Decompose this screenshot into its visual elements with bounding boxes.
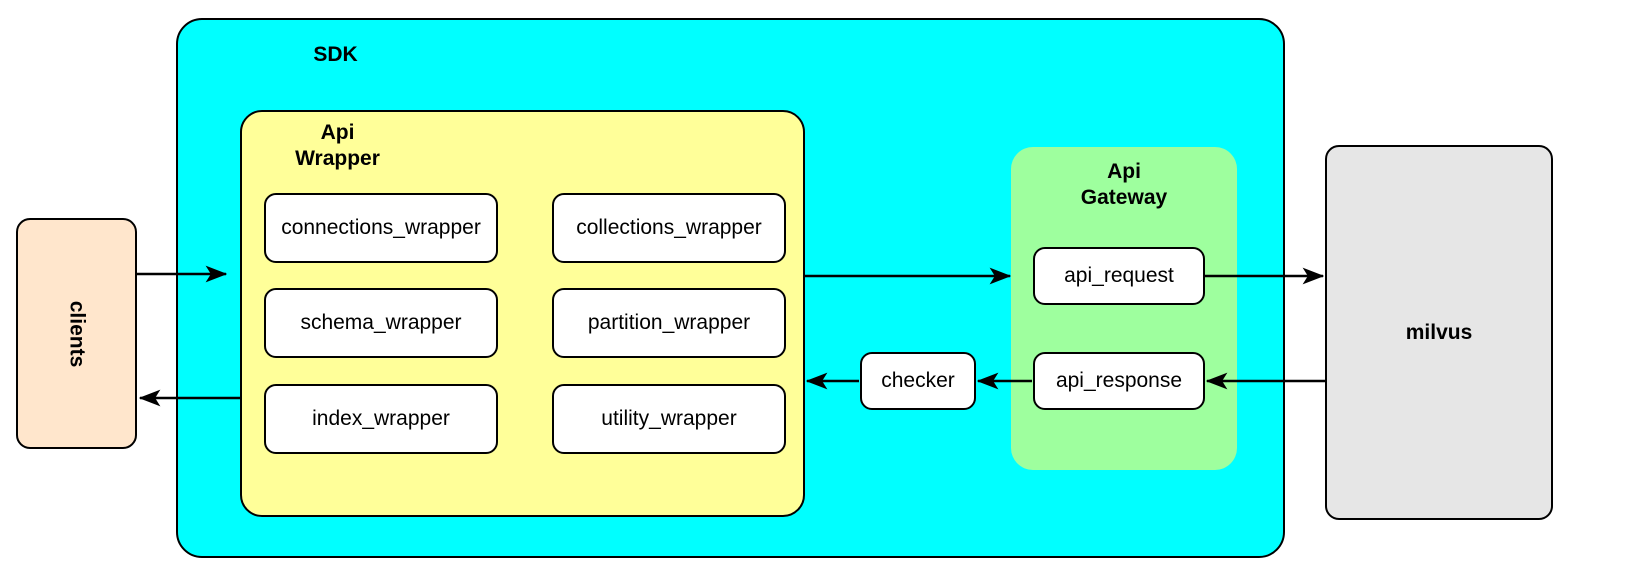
api-wrapper-label: Api Wrapper — [295, 121, 380, 170]
sdk-label: SDK — [313, 43, 358, 66]
node-label: index_wrapper — [312, 407, 450, 431]
node-partition-wrapper[interactable]: partition_wrapper — [552, 288, 786, 358]
node-api-response[interactable]: api_response — [1033, 352, 1205, 410]
node-collections-wrapper[interactable]: collections_wrapper — [552, 193, 786, 263]
clients-node[interactable]: clients — [16, 218, 137, 449]
milvus-node[interactable]: milvus — [1325, 145, 1553, 520]
node-api-request[interactable]: api_request — [1033, 247, 1205, 305]
node-label: partition_wrapper — [587, 311, 751, 335]
node-index-wrapper[interactable]: index_wrapper — [264, 384, 498, 454]
node-schema-wrapper[interactable]: schema_wrapper — [264, 288, 498, 358]
node-label: api_response — [1055, 369, 1183, 393]
node-label: checker — [881, 369, 955, 393]
milvus-label: milvus — [1405, 320, 1473, 344]
node-utility-wrapper[interactable]: utility_wrapper — [552, 384, 786, 454]
node-label: api_request — [1064, 264, 1174, 288]
node-label: schema_wrapper — [300, 311, 462, 335]
node-label: utility_wrapper — [601, 407, 737, 431]
node-connections-wrapper[interactable]: connections_wrapper — [264, 193, 498, 263]
api-gateway-label: Api Gateway — [1080, 160, 1168, 209]
clients-label: clients — [65, 300, 89, 367]
api-gateway-container[interactable]: Api Gateway — [1011, 147, 1237, 470]
node-label: connections_wrapper — [281, 216, 481, 240]
node-checker[interactable]: checker — [860, 352, 976, 410]
node-label: collections_wrapper — [576, 216, 762, 240]
